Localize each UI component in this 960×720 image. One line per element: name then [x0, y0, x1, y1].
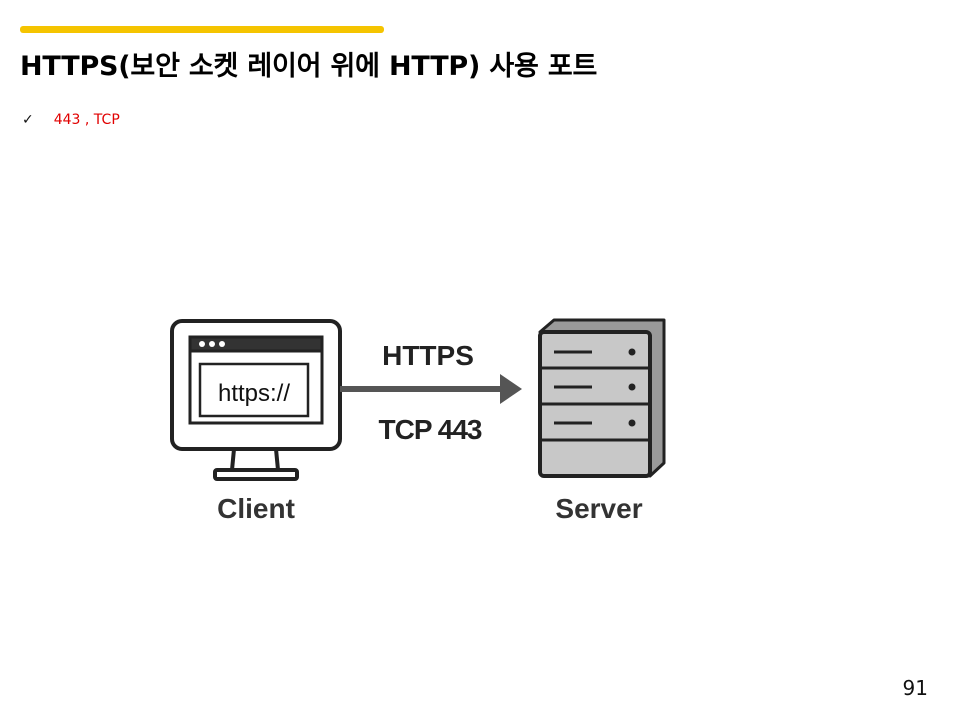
page-number: 91 [902, 676, 928, 700]
server-label: Server [555, 493, 642, 524]
bullet-item: ✓ 443 , TCP [22, 112, 120, 128]
title-accent-bar [20, 26, 384, 33]
checkmark-icon: ✓ [22, 112, 34, 128]
client-monitor-icon: https:// [170, 319, 342, 481]
server-icon [538, 318, 666, 478]
client-label: Client [217, 493, 295, 524]
slide-title: HTTPS(보안 소켓 레이어 위에 HTTP) 사용 포트 [20, 51, 598, 82]
https-diagram: https:// HTTPS TCP 443 Client Server [170, 318, 666, 524]
protocol-label: HTTPS [382, 340, 474, 371]
bullet-text: 443 , TCP [53, 112, 120, 128]
port-label: TCP 443 [379, 414, 482, 445]
arrow-icon [340, 374, 522, 404]
browser-url-text: https:// [218, 380, 290, 407]
